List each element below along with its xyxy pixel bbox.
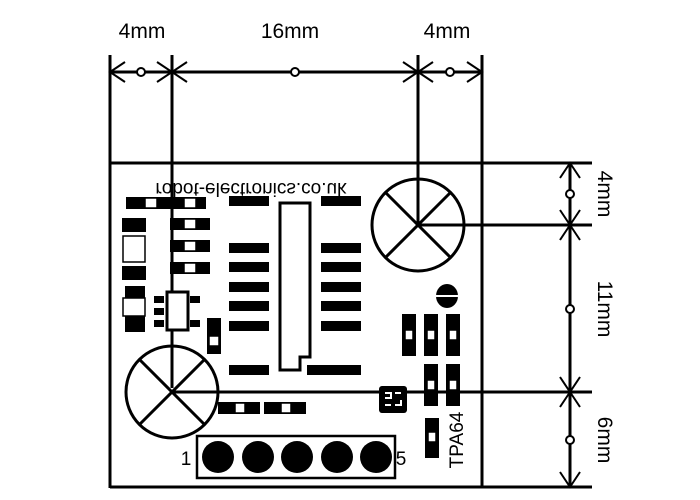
mounting-hole-bottom-left bbox=[124, 344, 220, 440]
part-label: TPA64 bbox=[447, 411, 468, 468]
dim-top-right-label: 4mm bbox=[424, 20, 471, 43]
connector-header bbox=[195, 434, 397, 480]
pin-5-label: 5 bbox=[396, 449, 407, 470]
ic-outline bbox=[278, 201, 312, 372]
small-ic bbox=[379, 386, 407, 413]
mounting-hole-top-right bbox=[370, 177, 466, 273]
silkscreen-text: robot-electronics.co.uk bbox=[155, 178, 347, 199]
connector-pins bbox=[202, 441, 392, 473]
top-dimension-arrows bbox=[108, 61, 484, 83]
dim-top-left-label: 4mm bbox=[119, 20, 166, 43]
right-dimension-arrows bbox=[559, 161, 581, 489]
dim-right-middle-label: 11mm bbox=[593, 281, 616, 338]
dim-top-middle-label: 16mm bbox=[261, 20, 319, 43]
dim-right-top-label: 4mm bbox=[593, 171, 616, 218]
dimension-midpoints bbox=[136, 67, 575, 445]
pin-1-label: 1 bbox=[181, 449, 192, 470]
dim-right-bottom-label: 6mm bbox=[593, 417, 616, 464]
